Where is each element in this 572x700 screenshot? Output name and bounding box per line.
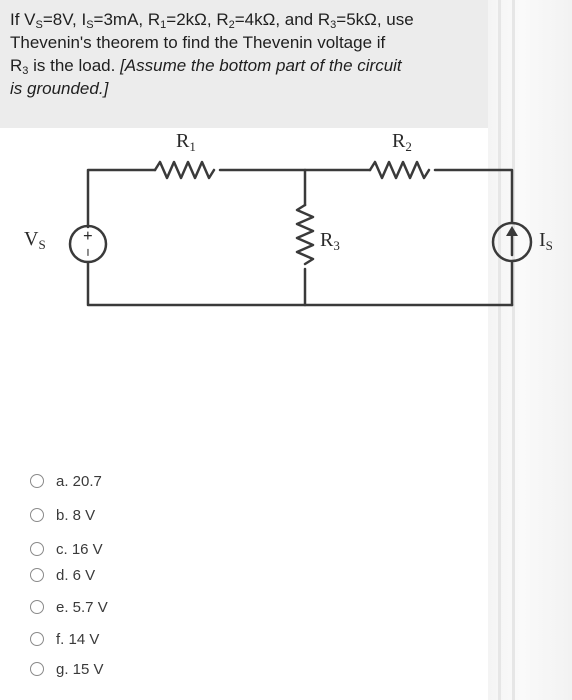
top-wire <box>433 168 514 224</box>
margin-line <box>498 0 501 700</box>
r1-label: R1 <box>176 130 196 154</box>
option-label: f. 14 V <box>56 630 100 648</box>
is-label: IS <box>539 229 553 253</box>
vs-label: VS <box>24 228 46 252</box>
radio-button[interactable] <box>30 568 44 582</box>
voltage-source-symbol <box>68 224 108 264</box>
margin-line <box>512 0 515 700</box>
radio-button[interactable] <box>30 508 44 522</box>
question-line-2: Thevenin's theorem to find the Thevenin … <box>10 33 386 52</box>
left-wire <box>86 260 514 307</box>
r1-resistor <box>153 160 216 180</box>
option-label: e. 5.7 V <box>56 598 108 616</box>
current-source-symbol <box>491 221 533 263</box>
page-side-margin <box>488 0 572 700</box>
plus-sign: + <box>83 226 93 245</box>
option-d[interactable]: d. 6 V <box>30 564 230 586</box>
r2-resistor <box>368 160 431 180</box>
option-e[interactable]: e. 5.7 V <box>30 596 230 618</box>
minus-sign: − <box>79 248 95 257</box>
circuit-diagram: + − R1 R2 R3 VS IS <box>24 130 553 307</box>
top-wire <box>86 168 157 229</box>
radio-button[interactable] <box>30 632 44 646</box>
option-c[interactable]: c. 16 V <box>30 538 230 560</box>
option-label: b. 8 V <box>56 506 96 524</box>
radio-button[interactable] <box>30 600 44 614</box>
r3-resistor <box>295 203 315 266</box>
question-line-4: is grounded.] <box>10 79 109 98</box>
radio-button[interactable] <box>30 662 44 676</box>
r3-label: R3 <box>320 229 340 253</box>
r2-label: R2 <box>392 130 412 154</box>
option-label: g. 15 V <box>56 660 104 678</box>
question-line-3: R3 is the load. [Assume the bottom part … <box>10 56 402 77</box>
option-label: c. 16 V <box>56 540 103 558</box>
current-arrow-head <box>506 226 518 236</box>
question-panel: If VS=8V, IS=3mA, R1=2kΩ, R2=4kΩ, and R3… <box>0 0 488 128</box>
question-text: If VS=8V, IS=3mA, R1=2kΩ, R2=4kΩ, and R3… <box>10 8 480 100</box>
option-g[interactable]: g. 15 V <box>30 658 230 680</box>
option-a[interactable]: a. 20.7 <box>30 470 230 492</box>
option-label: d. 6 V <box>56 566 96 584</box>
radio-button[interactable] <box>30 474 44 488</box>
question-line-1: If VS=8V, IS=3mA, R1=2kΩ, R2=4kΩ, and R3… <box>10 10 414 31</box>
option-f[interactable]: f. 14 V <box>30 628 230 650</box>
option-b[interactable]: b. 8 V <box>30 504 230 526</box>
radio-button[interactable] <box>30 542 44 556</box>
option-label: a. 20.7 <box>56 472 102 490</box>
